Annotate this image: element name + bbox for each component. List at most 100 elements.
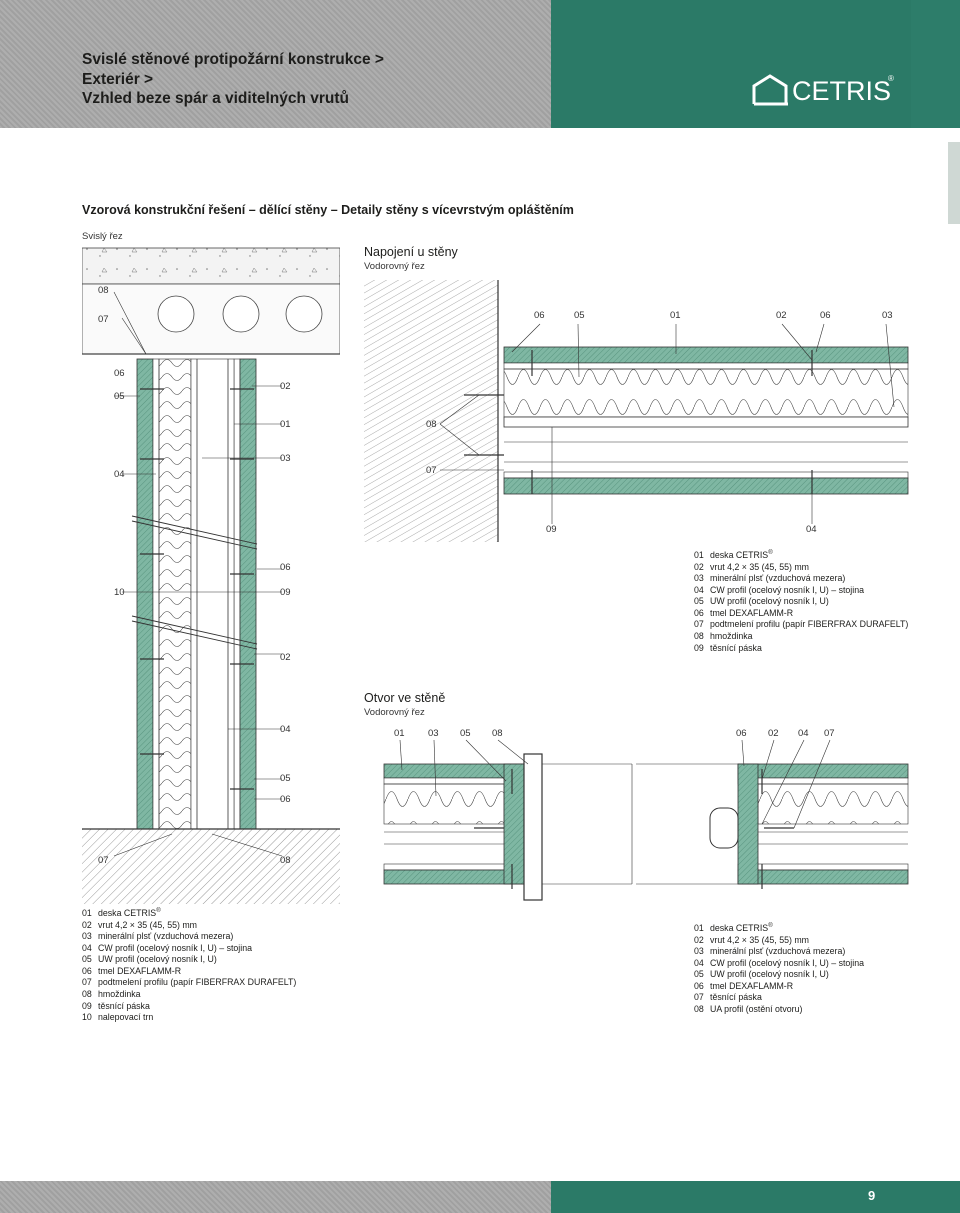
legend-number: 10 [82, 1012, 92, 1023]
legend-number: 01 [694, 549, 704, 560]
header-title-line-2: Exteriér > [82, 71, 154, 88]
wj-label-04: 04 [806, 524, 817, 535]
legend-number: 07 [694, 992, 704, 1003]
legend-row: 03 minerální plsť (vzduchová mezera) [694, 946, 864, 958]
logo-registered-mark: ® [888, 74, 894, 83]
legend-number: 06 [694, 607, 704, 618]
vs-label-02a: 02 [280, 381, 291, 392]
header-title-line-3: Vzhled beze spár a viditelných vrutů [82, 90, 350, 107]
wj-label-05: 05 [574, 310, 585, 321]
legend-text: UW profil (ocelový nosník I, U) [98, 954, 217, 965]
legend-text: minerální plsť (vzduchová mezera) [710, 573, 846, 584]
vs-label-08: 08 [98, 285, 109, 296]
wj-label-06: 06 [534, 310, 545, 321]
legend-text: CW profil (ocelový nosník I, U) – stojin… [710, 584, 864, 595]
op-label-04: 04 [798, 728, 809, 739]
wj-label-06b: 06 [820, 310, 831, 321]
legend-text: vrut 4,2 × 35 (45, 55) mm [710, 934, 810, 945]
vs-label-01: 01 [280, 419, 291, 430]
logo-text: CETRIS [792, 76, 892, 106]
legend-text: minerální plsť (vzduchová mezera) [98, 931, 234, 942]
legend-text: deska CETRIS [98, 907, 157, 918]
legend-number: 05 [82, 954, 92, 965]
wall-joint-title: Napojení u stěny [364, 245, 458, 259]
legend-text: těsnící páska [98, 1000, 150, 1011]
legend-text: deska CETRIS [710, 549, 769, 560]
vs-label-02b: 02 [280, 652, 291, 663]
legend-row: 02 vrut 4,2 × 35 (45, 55) mm [694, 935, 864, 947]
wj-label-07: 07 [426, 465, 437, 476]
vs-label-06c: 06 [280, 794, 291, 805]
legend-number: 06 [694, 980, 704, 991]
legend-number: 05 [694, 969, 704, 980]
side-tab-marker [948, 142, 960, 224]
vs-label-05b: 05 [280, 773, 291, 784]
legend-text: CW profil (ocelový nosník I, U) – stojin… [98, 942, 252, 953]
legend-text: UW profil (ocelový nosník I, U) [710, 596, 829, 607]
vs-label-07: 07 [98, 314, 109, 325]
legend-text: tmel DEXAFLAMM-R [710, 607, 794, 618]
op-label-05: 05 [460, 728, 471, 739]
vs-label-04b: 04 [280, 724, 291, 735]
vs-label-06b: 06 [280, 562, 291, 573]
vs-label-06: 06 [114, 368, 125, 379]
page-number: 9 [868, 1188, 876, 1203]
op-label-01: 01 [394, 728, 405, 739]
legend-number: 01 [82, 907, 92, 918]
house-logo-icon [752, 74, 788, 106]
op-label-08: 08 [492, 728, 503, 739]
legend-row: 03 minerální plsť (vzduchová mezera) [694, 573, 908, 585]
legend-text: vrut 4,2 × 35 (45, 55) mm [710, 561, 810, 572]
legend-number: 04 [694, 957, 704, 968]
wj-label-09: 09 [546, 524, 557, 535]
legend-number: 02 [82, 919, 92, 930]
legend-text: CW profil (ocelový nosník I, U) – stojin… [710, 957, 864, 968]
op-label-03: 03 [428, 728, 439, 739]
vs-label-07b: 07 [98, 855, 109, 866]
vertical-section-drawing: 08 07 06 05 04 10 02 01 03 06 09 02 04 0… [82, 247, 340, 904]
page-header: Svislé stěnové protipožární konstrukce >… [0, 0, 960, 128]
legend-row: 04 CW profil (ocelový nosník I, U) – stoj… [82, 943, 296, 955]
legend-number: 03 [694, 946, 704, 957]
wj-label-03: 03 [882, 310, 893, 321]
legend-number: 09 [694, 642, 704, 653]
legend-number: 09 [82, 1000, 92, 1011]
op-label-02: 02 [768, 728, 779, 739]
opening-title: Otvor ve stěně [364, 691, 446, 705]
header-side-strip [911, 0, 960, 128]
legend-row: 06 tmel DEXAFLAMM-R [694, 608, 908, 620]
wj-label-01: 01 [670, 310, 681, 321]
vs-label-09: 09 [280, 587, 291, 598]
legend-number: 08 [694, 1004, 704, 1015]
legend-number: 04 [82, 942, 92, 953]
footer-grey-panel [0, 1181, 551, 1213]
legend-text: vrut 4,2 × 35 (45, 55) mm [98, 919, 198, 930]
op-label-07: 07 [824, 728, 835, 739]
legend-text: hmoždinka [98, 989, 141, 1000]
legend-number: 02 [694, 934, 704, 945]
legend-text: minerální plsť (vzduchová mezera) [710, 946, 846, 957]
wj-label-08: 08 [426, 419, 437, 430]
header-green-panel [551, 0, 911, 128]
legend-number: 07 [694, 619, 704, 630]
header-grey-panel [0, 0, 551, 128]
vs-label-08b: 08 [280, 855, 291, 866]
legend-number: 03 [694, 573, 704, 584]
